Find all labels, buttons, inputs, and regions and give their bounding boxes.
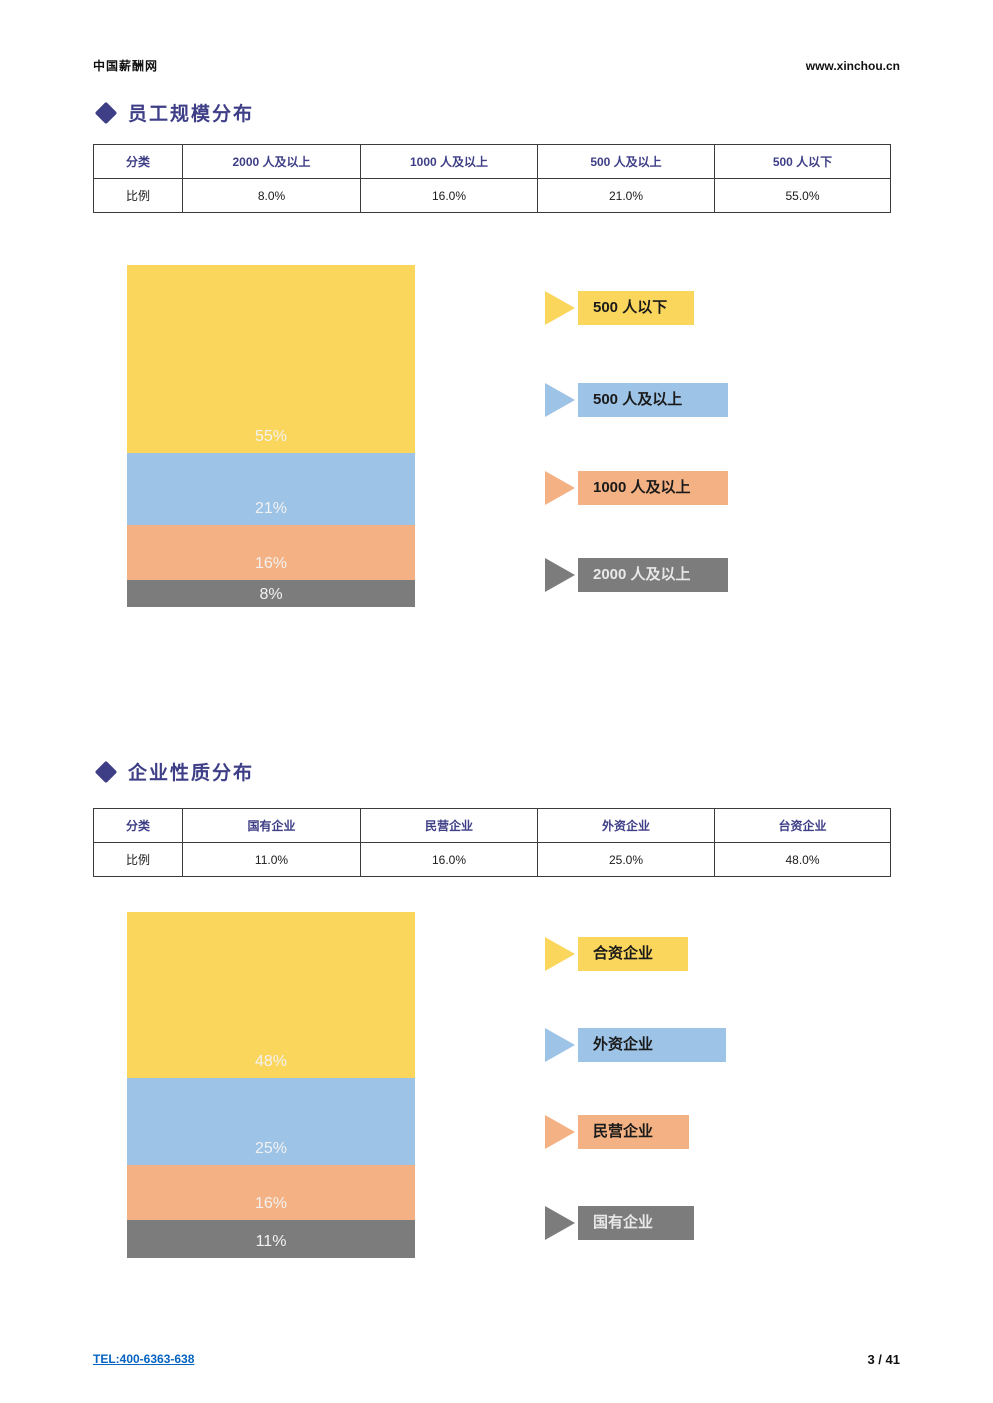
legend-item: 合资企业 [545, 937, 688, 971]
section2-heading: 企业性质分布 [94, 758, 255, 785]
legend-label: 1000 人及以上 [578, 471, 728, 505]
table-cell: 16.0% [360, 842, 538, 877]
table-header-cell: 国有企业 [182, 808, 361, 843]
brand-logo-text: 中国薪酬网 [93, 59, 159, 73]
table-header-cell: 500 人以下 [714, 144, 891, 179]
legend-label: 2000 人及以上 [578, 558, 728, 592]
table-header-cell: 台资企业 [714, 808, 891, 843]
table-header-cell: 1000 人及以上 [360, 144, 538, 179]
diamond-bullet-icon [94, 101, 118, 124]
table-header-cell: 民营企业 [360, 808, 538, 843]
legend-item: 民营企业 [545, 1115, 689, 1149]
table-cell: 48.0% [714, 842, 891, 877]
legend-item: 500 人及以上 [545, 383, 728, 417]
bar-segment: 16% [127, 1165, 415, 1220]
enterprise-nature-stacked-bar: 48% 25% 16% 11% [127, 912, 415, 1258]
section2-title: 企业性质分布 [128, 763, 255, 784]
legend-arrow-icon [545, 383, 575, 417]
segment-value-label: 48% [254, 1053, 288, 1070]
table-header-cell: 2000 人及以上 [182, 144, 361, 179]
section1-heading: 员工规模分布 [94, 99, 255, 126]
bar-segment: 55% [127, 265, 415, 453]
legend-label: 500 人及以上 [578, 383, 728, 417]
table-header-row: 分类 国有企业 民营企业 外资企业 台资企业 [93, 808, 891, 843]
legend-item: 500 人以下 [545, 291, 694, 325]
segment-value-label: 25% [254, 1140, 288, 1157]
legend-arrow-icon [545, 1206, 575, 1240]
diamond-bullet-icon [94, 760, 118, 783]
legend-item: 国有企业 [545, 1206, 694, 1240]
legend-arrow-icon [545, 1115, 575, 1149]
table-header-row: 分类 2000 人及以上 1000 人及以上 500 人及以上 500 人以下 [93, 144, 891, 179]
table-cell: 21.0% [537, 178, 715, 213]
table-header-cell: 外资企业 [537, 808, 715, 843]
table-cell: 11.0% [182, 842, 361, 877]
legend-label: 外资企业 [578, 1028, 726, 1062]
legend-arrow-icon [545, 937, 575, 971]
page-number: 3 / 41 [867, 1352, 900, 1367]
employee-scale-table: 分类 2000 人及以上 1000 人及以上 500 人及以上 500 人以下 … [93, 144, 891, 213]
bar-segment: 25% [127, 1078, 415, 1165]
table-header-cell: 分类 [93, 144, 183, 179]
bar-segment: 8% [127, 580, 415, 607]
legend-arrow-icon [545, 471, 575, 505]
legend-item: 2000 人及以上 [545, 558, 728, 592]
segment-value-label: 16% [254, 555, 288, 572]
bar-segment: 11% [127, 1220, 415, 1258]
table-cell: 25.0% [537, 842, 715, 877]
table-cell: 8.0% [182, 178, 361, 213]
table-cell: 16.0% [360, 178, 538, 213]
bar-segment: 48% [127, 912, 415, 1078]
table-data-row: 比例 8.0% 16.0% 21.0% 55.0% [93, 178, 891, 213]
legend-label: 合资企业 [578, 937, 688, 971]
segment-value-label: 16% [254, 1195, 288, 1212]
website-url: www.xinchou.cn [805, 59, 900, 73]
legend-label: 民营企业 [578, 1115, 689, 1149]
bar-segment: 16% [127, 525, 415, 580]
table-header-cell: 500 人及以上 [537, 144, 715, 179]
legend-item: 1000 人及以上 [545, 471, 728, 505]
employee-scale-stacked-bar: 55% 21% 16% 8% [127, 265, 415, 607]
table-data-row: 比例 11.0% 16.0% 25.0% 48.0% [93, 842, 891, 877]
segment-value-label: 8% [259, 586, 283, 603]
segment-value-label: 11% [255, 1233, 287, 1250]
legend-arrow-icon [545, 558, 575, 592]
table-row-label: 比例 [93, 178, 183, 213]
telephone-link[interactable]: TEL:400-6363-638 [93, 1352, 195, 1366]
bar-segment: 21% [127, 453, 415, 525]
enterprise-nature-table: 分类 国有企业 民营企业 外资企业 台资企业 比例 11.0% 16.0% 25… [93, 808, 891, 877]
table-header-cell: 分类 [93, 808, 183, 843]
legend-item: 外资企业 [545, 1028, 726, 1062]
table-cell: 55.0% [714, 178, 891, 213]
segment-value-label: 55% [254, 428, 288, 445]
legend-arrow-icon [545, 291, 575, 325]
legend-arrow-icon [545, 1028, 575, 1062]
legend-label: 国有企业 [578, 1206, 694, 1240]
segment-value-label: 21% [254, 500, 288, 517]
section1-title: 员工规模分布 [128, 104, 255, 125]
legend-label: 500 人以下 [578, 291, 694, 325]
table-row-label: 比例 [93, 842, 183, 877]
